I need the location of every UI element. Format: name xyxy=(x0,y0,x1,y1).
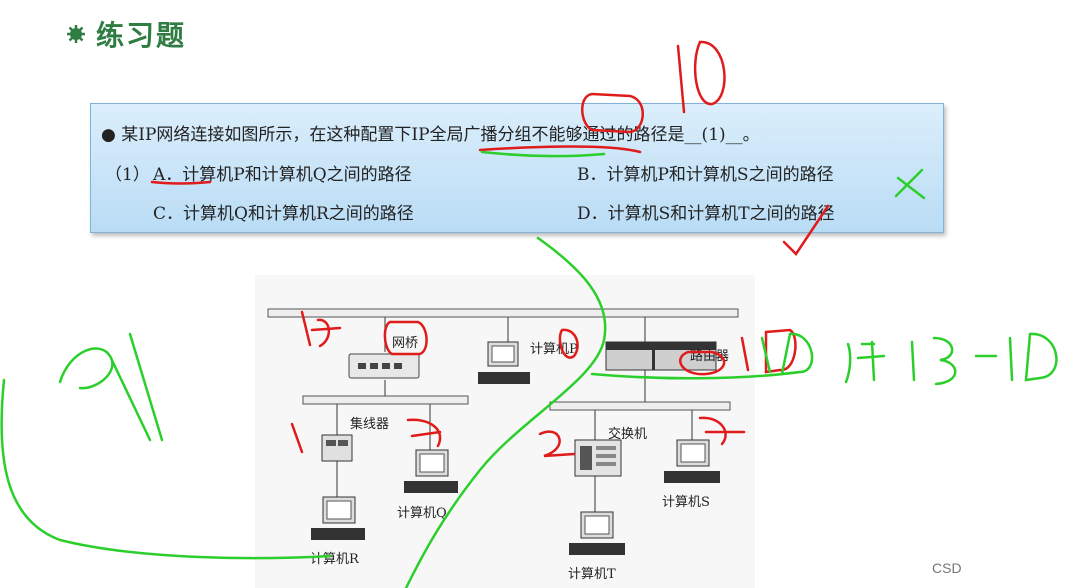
slide-title: 练习题 xyxy=(66,14,186,54)
bullet: ● xyxy=(101,125,122,145)
router-label: 路由器 xyxy=(690,348,729,364)
switch-label: 交换机 xyxy=(608,426,647,442)
watermark: CSD xyxy=(932,560,962,576)
bridge-label: 网桥 xyxy=(392,336,418,351)
title-text: 练习题 xyxy=(96,19,187,52)
router-icon xyxy=(605,341,717,371)
computer-icon xyxy=(664,439,720,483)
bridge-icon xyxy=(348,353,420,379)
segment-right xyxy=(549,401,731,411)
computer-p-label: 计算机P xyxy=(530,342,578,357)
question-text: 某IP网络连接如图所示，在这种配置下IP全局广播分组不能够通过的路径是__(1)… xyxy=(121,125,760,145)
option-b: B．计算机P和计算机S之间的路径 xyxy=(577,165,834,185)
computer-icon xyxy=(478,341,530,384)
option-d: D．计算机S和计算机T之间的路径 xyxy=(577,204,835,224)
computer-icon xyxy=(569,511,625,555)
computer-t-label: 计算机T xyxy=(568,567,616,582)
option-a: A．计算机P和计算机Q之间的路径 xyxy=(153,165,412,185)
computer-icon xyxy=(311,496,365,540)
gear-icon xyxy=(67,25,85,43)
question-line: ● 某IP网络连接如图所示，在这种配置下IP全局广播分组不能够通过的路径是__(… xyxy=(101,120,760,145)
computer-r-label: 计算机R xyxy=(310,552,360,567)
computer-s-label: 计算机S xyxy=(662,495,710,510)
computer-q-label: 计算机Q xyxy=(397,506,447,521)
segment-left xyxy=(302,395,469,405)
switch-icon xyxy=(574,439,622,477)
hub-icon xyxy=(321,434,353,462)
option-prefix: （1） xyxy=(105,165,150,185)
option-c: C．计算机Q和计算机R之间的路径 xyxy=(153,204,414,224)
hub-label: 集线器 xyxy=(350,416,389,432)
computer-icon xyxy=(404,449,458,493)
question-box: ● 某IP网络连接如图所示，在这种配置下IP全局广播分组不能够通过的路径是__(… xyxy=(90,103,944,233)
diagram-background xyxy=(255,275,755,588)
backbone-top xyxy=(267,308,739,318)
